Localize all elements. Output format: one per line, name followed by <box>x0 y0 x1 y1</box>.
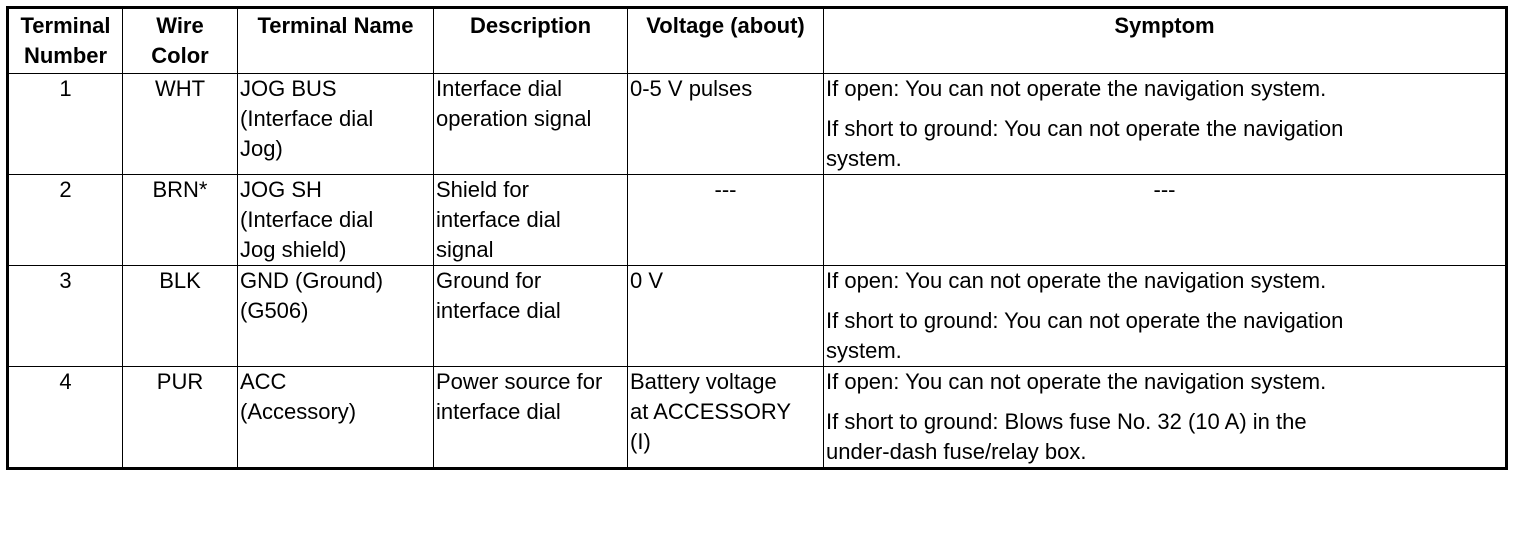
header-wire-color-line2: Color <box>151 43 209 68</box>
terminal-number: 1 <box>7 73 123 175</box>
voltage-line: Battery voltage <box>630 369 777 394</box>
symptom: If open: You can not operate the navigat… <box>823 366 1507 469</box>
description-line: interface dial <box>436 399 561 424</box>
description-line: operation signal <box>436 106 592 131</box>
wire-color: WHT <box>122 73 238 175</box>
terminal-name-line: ACC <box>240 369 287 394</box>
header-voltage: Voltage (about) <box>627 7 824 74</box>
terminal-name-line: GND (Ground) <box>240 268 384 293</box>
symptom-short: If short to ground: You can not operate … <box>826 306 1503 366</box>
header-terminal-number-line2: Number <box>23 43 108 68</box>
header-terminal-number-line1: Terminal <box>20 13 111 38</box>
voltage: 0 V <box>627 265 824 367</box>
description-line: signal <box>436 237 494 262</box>
description: Interface dial operation signal <box>433 73 628 175</box>
terminal-name-line: Jog) <box>240 136 283 161</box>
symptom-open: If open: You can not operate the navigat… <box>826 369 1327 394</box>
description: Shield for interface dial signal <box>433 174 628 266</box>
header-terminal-name: Terminal Name <box>237 7 434 74</box>
voltage: Battery voltage at ACCESSORY (I) <box>627 366 824 469</box>
description-line: Interface dial <box>436 76 562 101</box>
header-wire-color-line1: Wire <box>156 13 204 38</box>
voltage: --- <box>627 174 824 266</box>
wire-color: BRN* <box>122 174 238 266</box>
table-row: 4 PUR ACC (Accessory) Power source for int… <box>7 366 1507 469</box>
description-line: interface dial <box>436 298 561 323</box>
symptom: If open: You can not operate the navigat… <box>823 265 1507 367</box>
voltage-line: 0 V <box>630 268 664 293</box>
wire-color: PUR <box>122 366 238 469</box>
terminal-name-line: JOG SH <box>240 177 322 202</box>
description: Ground for interface dial <box>433 265 628 367</box>
terminal-name-line: JOG BUS <box>240 76 337 101</box>
terminal-number: 4 <box>7 366 123 469</box>
terminal-name-line: (Accessory) <box>240 399 357 424</box>
header-description: Description <box>433 7 628 74</box>
symptom: If open: You can not operate the navigat… <box>823 73 1507 175</box>
wire-color: BLK <box>122 265 238 367</box>
terminal-name-line: Jog shield) <box>240 237 347 262</box>
symptom: --- <box>823 174 1507 266</box>
description-line: Ground for <box>436 268 542 293</box>
voltage-line: 0-5 V pulses <box>630 76 753 101</box>
symptom-short-line: under-dash fuse/relay box. <box>826 439 1087 464</box>
symptom-short: If short to ground: You can not operate … <box>826 114 1503 174</box>
terminal-number: 2 <box>7 174 123 266</box>
table-row: 3 BLK GND (Ground) (G506) Ground for inter… <box>7 265 1507 367</box>
description-line: Power source for <box>436 369 603 394</box>
terminal-number: 3 <box>7 265 123 367</box>
terminal-name-line: (Interface dial <box>240 106 374 131</box>
symptom-short-line: If short to ground: You can not operate … <box>826 308 1344 333</box>
description: Power source for interface dial <box>433 366 628 469</box>
symptom-open: If open: You can not operate the navigat… <box>826 76 1327 101</box>
terminal-name-line: (G506) <box>240 298 309 323</box>
symptom-short-line: system. <box>826 146 902 171</box>
terminal-name: ACC (Accessory) <box>237 366 434 469</box>
description-line: Shield for <box>436 177 529 202</box>
symptom-short: If short to ground: Blows fuse No. 32 (1… <box>826 407 1503 467</box>
voltage: 0-5 V pulses <box>627 73 824 175</box>
symptom-open: If open: You can not operate the navigat… <box>826 268 1327 293</box>
symptom-short-line: If short to ground: You can not operate … <box>826 116 1344 141</box>
symptom-short-line: system. <box>826 338 902 363</box>
symptom-short-line: If short to ground: Blows fuse No. 32 (1… <box>826 409 1307 434</box>
terminal-name-line: (Interface dial <box>240 207 374 232</box>
description-line: interface dial <box>436 207 561 232</box>
voltage-line: (I) <box>630 429 651 454</box>
voltage-line: at ACCESSORY <box>630 399 791 424</box>
terminal-name: GND (Ground) (G506) <box>237 265 434 367</box>
header-symptom: Symptom <box>823 7 1507 74</box>
